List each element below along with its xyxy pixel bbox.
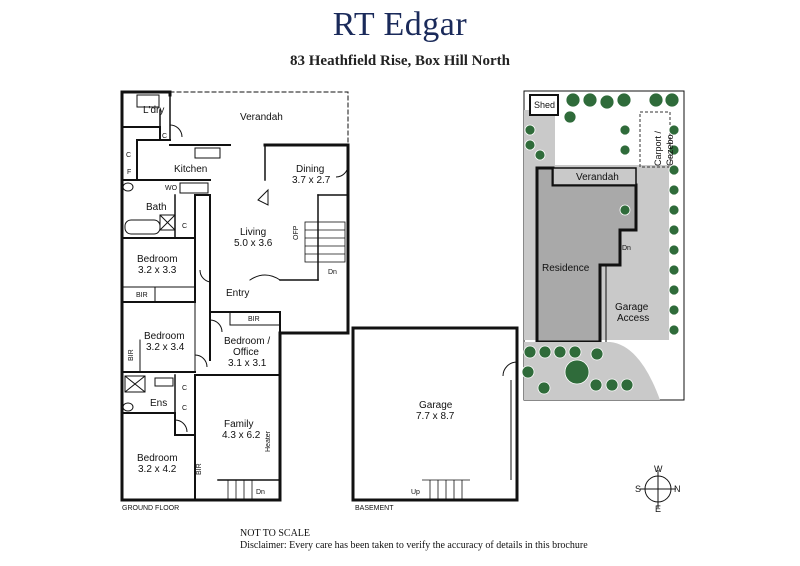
site-verandah: Verandah <box>576 172 619 183</box>
compass <box>640 470 676 508</box>
label-f: F <box>127 169 131 176</box>
label-bir-bed1: BIR <box>136 292 148 299</box>
not-to-scale-note: NOT TO SCALE <box>240 528 311 539</box>
label-verandah: Verandah <box>240 112 283 123</box>
property-address: 83 Heathfield Rise, Box Hill North <box>290 53 510 69</box>
label-bed2: Bedroom <box>144 331 185 342</box>
label-c-ens1: C <box>182 385 187 392</box>
label-up-garage: Up <box>411 489 420 496</box>
site-shed: Shed <box>534 100 555 110</box>
compass-w: W <box>654 464 663 474</box>
label-garage: Garage <box>419 400 453 411</box>
label-living: Living <box>240 227 266 238</box>
label-bir-office: BIR <box>248 316 260 323</box>
label-c-kitchen: C <box>126 152 131 159</box>
site-plan <box>521 90 685 401</box>
brand-title: RT Edgar <box>332 6 468 43</box>
label-wo: WO <box>165 185 178 192</box>
compass-s: S <box>635 484 641 494</box>
label-dining: Dining <box>296 164 324 175</box>
basement-caption: BASEMENT <box>355 505 394 512</box>
label-family-dim: 4.3 x 6.2 <box>222 430 261 441</box>
label-bath: Bath <box>146 202 167 213</box>
label-office2: Office <box>233 347 259 358</box>
label-living-dim: 5.0 x 3.6 <box>234 238 273 249</box>
label-ofp: OFP <box>293 225 300 240</box>
label-dining-dim: 3.7 x 2.7 <box>292 175 331 186</box>
label-dn-living: Dn <box>328 269 337 276</box>
label-ldry: L'dry <box>143 105 164 116</box>
room-labels: L'dry Verandah Kitchen Dining 3.7 x 2.7 … <box>137 105 455 475</box>
label-c-ldry: C <box>162 133 167 140</box>
label-office: Bedroom / <box>224 336 270 347</box>
ground-floor-fixtures <box>122 94 349 500</box>
site-carport: Carport / <box>653 130 663 166</box>
label-bed3-dim: 3.2 x 4.2 <box>138 464 177 475</box>
site-labels: Shed Carport / Gazebo Verandah Residence… <box>534 100 675 324</box>
ground-floor-caption: GROUND FLOOR <box>122 505 180 512</box>
label-c-bath: C <box>182 223 187 230</box>
label-kitchen: Kitchen <box>174 164 207 175</box>
site-dn: Dn <box>622 245 631 252</box>
label-family: Family <box>224 419 253 430</box>
compass-n: N <box>674 484 681 494</box>
site-gazebo: Gazebo <box>665 134 675 166</box>
label-bir-bed3: BIR <box>196 463 203 475</box>
label-c-ens2: C <box>182 405 187 412</box>
basement-garage-walls <box>351 326 519 502</box>
label-bed3: Bedroom <box>137 453 178 464</box>
label-bed1-dim: 3.2 x 3.3 <box>138 265 177 276</box>
label-dn-family: Dn <box>256 489 265 496</box>
site-residence: Residence <box>542 263 590 274</box>
label-heater: Heater <box>265 430 272 452</box>
compass-labels: W S N E <box>635 464 681 514</box>
label-bed2-dim: 3.2 x 3.4 <box>146 342 185 353</box>
label-office-dim: 3.1 x 3.1 <box>228 358 267 369</box>
fixture-labels: C C F WO C BIR BIR BIR C C BIR OFP Dn Dn… <box>126 133 420 496</box>
compass-e: E <box>655 504 661 514</box>
site-garage-access-1: Garage <box>615 302 649 313</box>
label-ens: Ens <box>150 398 167 409</box>
site-garage-access-2: Access <box>617 313 649 324</box>
ground-floor-walls <box>120 90 350 502</box>
label-garage-dim: 7.7 x 8.7 <box>416 411 455 422</box>
disclaimer-note: Disclaimer: Every care has been taken to… <box>240 540 588 551</box>
label-entry: Entry <box>226 288 249 299</box>
label-bed1: Bedroom <box>137 254 178 265</box>
label-bir-bed2: BIR <box>128 349 135 361</box>
